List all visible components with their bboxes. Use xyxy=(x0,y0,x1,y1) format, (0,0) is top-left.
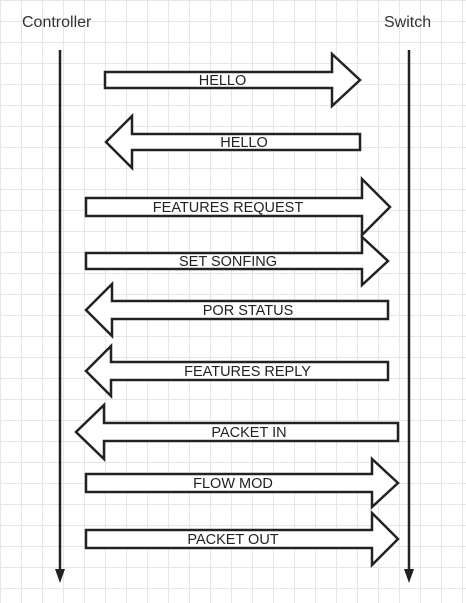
message-9: PACKET OUT xyxy=(84,509,400,569)
message-label: HELLO xyxy=(199,73,247,89)
message-3: FEATURES REQUEST xyxy=(84,175,392,239)
message-label: FLOW MOD xyxy=(193,476,273,492)
message-4: SET SONFING xyxy=(84,234,390,288)
message-8: FLOW MOD xyxy=(84,456,400,510)
left-arrow-shape xyxy=(74,402,400,462)
right-arrow-shape xyxy=(84,456,400,510)
message-arrows: HELLO HELLO FEATURES REQUEST SET SONFING POR… xyxy=(74,51,400,569)
message-2: HELLO xyxy=(104,112,362,172)
message-7: PACKET IN xyxy=(74,402,400,462)
message-1: HELLO xyxy=(103,51,362,109)
message-5: POR STATUS xyxy=(84,280,390,340)
controller-lane-label: Controller xyxy=(22,14,92,31)
right-arrow-shape xyxy=(84,175,392,239)
message-label: FEATURES REQUEST xyxy=(153,200,304,216)
right-arrow-shape xyxy=(103,51,362,109)
left-arrow-shape xyxy=(104,112,362,172)
switch-lifeline-arrowhead xyxy=(404,569,414,583)
right-arrow-shape xyxy=(84,509,400,569)
message-label: SET SONFING xyxy=(179,254,277,270)
lifelines xyxy=(55,50,414,583)
message-label: HELLO xyxy=(220,135,268,151)
switch-lane-label: Switch xyxy=(384,14,432,31)
message-label: PACKET OUT xyxy=(187,532,278,548)
right-arrow-shape xyxy=(84,234,390,288)
controller-lifeline-arrowhead xyxy=(55,569,65,583)
message-label: PACKET IN xyxy=(211,425,286,441)
message-6: FEATURES REPLY xyxy=(84,342,390,400)
message-label: FEATURES REPLY xyxy=(184,364,311,380)
left-arrow-shape xyxy=(84,342,390,400)
message-label: POR STATUS xyxy=(203,303,294,319)
left-arrow-shape xyxy=(84,280,390,340)
